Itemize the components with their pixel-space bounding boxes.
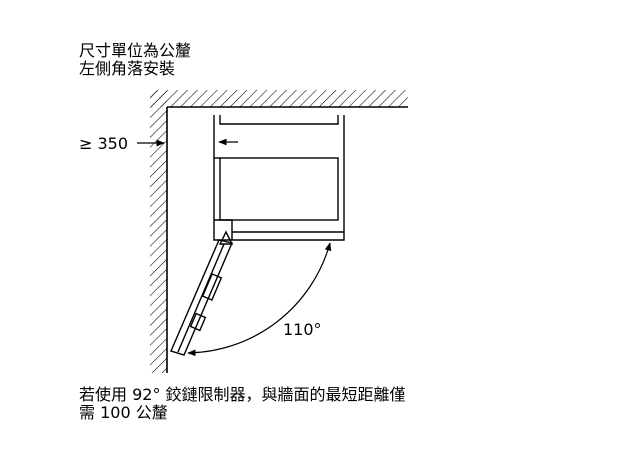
side-wall-hatch — [150, 90, 167, 373]
wall-clearance-label: ≥ 350 — [79, 134, 129, 153]
cabinet-inner — [219, 157, 339, 221]
door-panel — [170, 239, 233, 356]
appliance-body — [213, 115, 345, 241]
door-angle-label: 110° — [283, 320, 322, 339]
cabinet-outline — [213, 115, 345, 241]
cabinet-top-edge — [219, 115, 339, 125]
appliance-door — [170, 230, 234, 356]
cabinet-front — [214, 219, 233, 240]
ceiling-wall-hatch — [150, 90, 408, 107]
units-note: 尺寸單位為公釐 — [79, 41, 192, 60]
wall-hatching — [150, 90, 408, 373]
door-swing-arc — [187, 242, 332, 357]
installation-note: 左側角落安裝 — [79, 59, 176, 78]
wall-lines — [166, 106, 408, 373]
minimum-distance-note: 需 100 公釐 — [79, 403, 168, 422]
door-inner-line — [177, 243, 225, 353]
hinge-limiter-note: 若使用 92° 鉸鏈限制器，與牆面的最短距離僅 — [79, 385, 406, 404]
